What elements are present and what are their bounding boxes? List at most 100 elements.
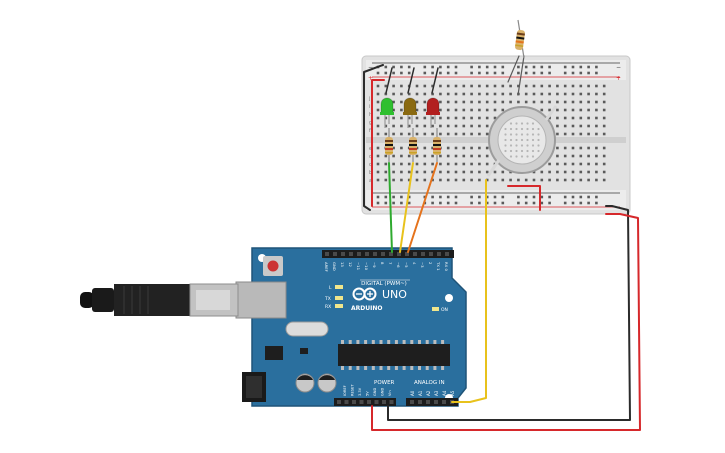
digital-pin-hole[interactable]	[405, 252, 409, 256]
breadboard-hole[interactable]	[501, 100, 505, 104]
rail-hole[interactable]	[579, 65, 583, 69]
rail-hole[interactable]	[376, 201, 380, 205]
breadboard-hole[interactable]	[423, 170, 427, 174]
rail-hole[interactable]	[454, 65, 458, 69]
breadboard-hole[interactable]	[400, 146, 403, 150]
rail-hole[interactable]	[563, 195, 567, 199]
rail-hole[interactable]	[384, 195, 388, 199]
breadboard-hole[interactable]	[571, 146, 575, 150]
rail-hole[interactable]	[446, 65, 450, 69]
breadboard-hole[interactable]	[384, 84, 388, 88]
breadboard-hole[interactable]	[392, 92, 395, 96]
breadboard-hole[interactable]	[571, 124, 575, 128]
rail-hole[interactable]	[501, 195, 505, 199]
rail-hole[interactable]	[571, 71, 575, 75]
breadboard-hole[interactable]	[548, 84, 551, 88]
breadboard-hole[interactable]	[478, 132, 481, 136]
power-pin-hole[interactable]	[352, 400, 356, 404]
breadboard-hole[interactable]	[407, 154, 411, 158]
breadboard-hole[interactable]	[540, 178, 544, 182]
breadboard-hole[interactable]	[400, 132, 403, 136]
breadboard-hole[interactable]	[485, 84, 489, 88]
breadboard-hole[interactable]	[548, 162, 551, 166]
breadboard-hole[interactable]	[571, 108, 575, 112]
rail-hole[interactable]	[563, 65, 567, 69]
breadboard-hole[interactable]	[509, 84, 512, 88]
breadboard-hole[interactable]	[595, 84, 598, 88]
breadboard-hole[interactable]	[563, 100, 567, 104]
breadboard-hole[interactable]	[548, 92, 551, 96]
breadboard-hole[interactable]	[478, 178, 481, 182]
breadboard-hole[interactable]	[439, 178, 442, 182]
breadboard-hole[interactable]	[423, 162, 427, 166]
breadboard-hole[interactable]	[423, 124, 427, 128]
breadboard-hole[interactable]	[602, 116, 606, 120]
rail-hole[interactable]	[595, 195, 598, 199]
breadboard-hole[interactable]	[571, 170, 575, 174]
rail-hole[interactable]	[532, 71, 536, 75]
breadboard-hole[interactable]	[462, 116, 466, 120]
breadboard-hole[interactable]	[446, 116, 450, 120]
rail-hole[interactable]	[524, 71, 528, 75]
breadboard-hole[interactable]	[415, 154, 419, 158]
breadboard-hole[interactable]	[423, 178, 427, 182]
breadboard-hole[interactable]	[478, 84, 481, 88]
breadboard-hole[interactable]	[556, 162, 559, 166]
rail-hole[interactable]	[493, 195, 497, 199]
breadboard-hole[interactable]	[423, 108, 427, 112]
breadboard-hole[interactable]	[602, 108, 606, 112]
rail-hole[interactable]	[384, 71, 388, 75]
breadboard-hole[interactable]	[462, 162, 466, 166]
rail-hole[interactable]	[400, 71, 403, 75]
breadboard-hole[interactable]	[579, 92, 583, 96]
breadboard-hole[interactable]	[415, 162, 419, 166]
breadboard-hole[interactable]	[563, 132, 567, 136]
breadboard-hole[interactable]	[509, 100, 512, 104]
breadboard-hole[interactable]	[509, 92, 512, 96]
breadboard-hole[interactable]	[478, 154, 481, 158]
breadboard-hole[interactable]	[501, 92, 505, 96]
breadboard-hole[interactable]	[392, 170, 395, 174]
breadboard-hole[interactable]	[485, 108, 489, 112]
breadboard-hole[interactable]	[563, 124, 567, 128]
breadboard-hole[interactable]	[501, 170, 505, 174]
breadboard-hole[interactable]	[548, 100, 551, 104]
breadboard-hole[interactable]	[478, 100, 481, 104]
rail-hole[interactable]	[501, 201, 505, 205]
rail-hole[interactable]	[579, 195, 583, 199]
breadboard-hole[interactable]	[548, 178, 551, 182]
breadboard-hole[interactable]	[563, 116, 567, 120]
breadboard-hole[interactable]	[462, 178, 466, 182]
breadboard-hole[interactable]	[462, 124, 466, 128]
breadboard-hole[interactable]	[532, 92, 536, 96]
rail-hole[interactable]	[446, 201, 450, 205]
yellow-led[interactable]	[403, 97, 417, 128]
breadboard-hole[interactable]	[423, 154, 427, 158]
rail-hole[interactable]	[376, 195, 380, 199]
rail-hole[interactable]	[470, 65, 473, 69]
breadboard-hole[interactable]	[563, 146, 567, 150]
breadboard-hole[interactable]	[556, 92, 559, 96]
breadboard-hole[interactable]	[407, 132, 411, 136]
breadboard-hole[interactable]	[587, 84, 590, 88]
digital-pin-hole[interactable]	[381, 252, 385, 256]
breadboard-hole[interactable]	[485, 162, 489, 166]
breadboard-hole[interactable]	[501, 178, 505, 182]
rail-hole[interactable]	[478, 201, 481, 205]
rail-hole[interactable]	[407, 65, 411, 69]
breadboard-hole[interactable]	[462, 108, 466, 112]
breadboard-hole[interactable]	[548, 108, 551, 112]
breadboard-hole[interactable]	[524, 84, 528, 88]
breadboard-hole[interactable]	[439, 100, 442, 104]
rail-hole[interactable]	[454, 71, 458, 75]
breadboard-hole[interactable]	[454, 162, 458, 166]
breadboard-hole[interactable]	[439, 170, 442, 174]
breadboard-hole[interactable]	[485, 146, 489, 150]
analog-pin-hole[interactable]	[410, 400, 414, 404]
analog-pin-hole[interactable]	[426, 400, 430, 404]
rail-hole[interactable]	[439, 195, 442, 199]
breadboard-hole[interactable]	[540, 100, 544, 104]
rail-hole[interactable]	[439, 71, 442, 75]
rail-hole[interactable]	[454, 195, 458, 199]
breadboard-hole[interactable]	[485, 132, 489, 136]
